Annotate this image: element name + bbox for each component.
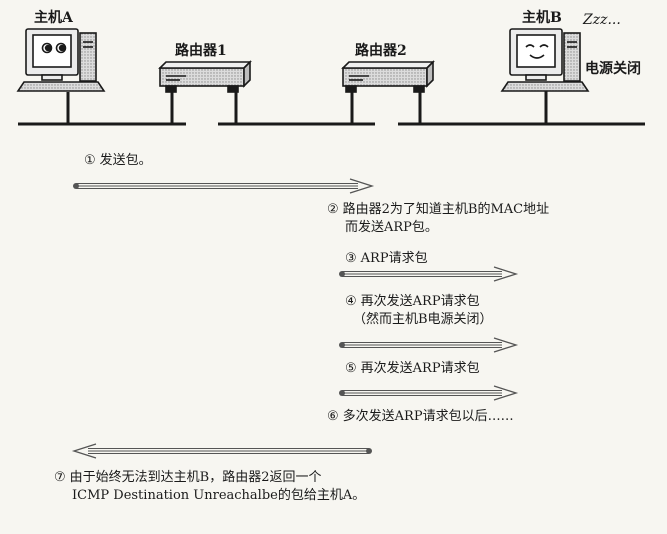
arrow-step-1 [73,178,375,194]
router-2-icon [341,60,435,93]
step-3-number: ③ [345,251,357,266]
router-1-icon [158,60,252,93]
step-4-line-1: 再次发送ARP请求包 [360,294,480,309]
step-6-number: ⑥ [327,409,339,424]
network-line-middle [218,91,375,126]
step-4-line-2: （然而主机B电源关闭） [353,312,493,327]
step-5-number: ⑤ [345,361,357,376]
router-1-label: 路由器1 [175,43,227,59]
host-b-computer-icon [500,28,590,92]
step-2-number: ② [327,202,339,217]
host-b-label: 主机B [522,10,562,26]
host-a-computer-icon [16,28,106,92]
step-2-line-2: 而发送ARP包。 [345,220,438,235]
network-line-right [398,91,645,126]
step-5-line-1: 再次发送ARP请求包 [360,361,480,376]
step-7-number: ⑦ [54,470,66,485]
arrow-step-7 [71,443,372,459]
arrow-step-4 [339,337,519,353]
router-2-label: 路由器2 [355,43,407,59]
step-2-line-1: 路由器2为了知道主机B的MAC地址 [342,202,550,217]
step-1-line-1: 发送包。 [99,153,152,168]
step-1-number: ① [84,153,96,168]
step-4-number: ④ [345,294,357,309]
step-3-line-1: ARP请求包 [360,251,428,266]
arrow-step-5 [339,385,519,401]
step-6-line-1: 多次发送ARP请求包以后…… [342,409,514,424]
step-7-line-1: 由于始终无法到达主机B，路由器2返回一个 [69,470,322,485]
network-line-left [18,91,186,126]
step-7-line-2: ICMP Destination Unreachalbe的包给主机A。 [72,488,366,503]
sleep-indicator: Zzz... [583,12,621,28]
arrow-step-3 [339,266,519,282]
host-a-label: 主机A [34,10,73,26]
host-b-status: 电源关闭 [585,61,641,77]
